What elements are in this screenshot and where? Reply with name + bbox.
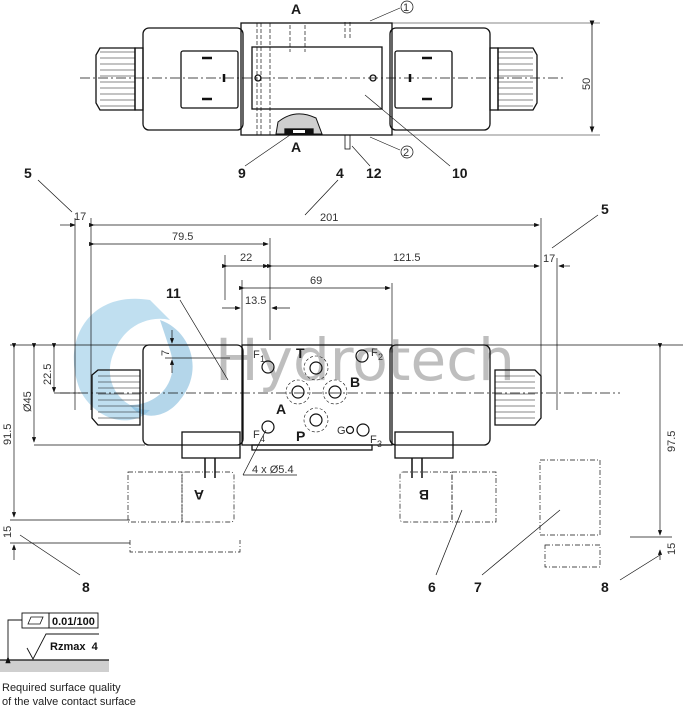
port-b-label: B (350, 374, 360, 390)
solenoid-a-label: A (194, 487, 204, 503)
callout-8-left: 8 (82, 579, 90, 595)
caption-line-1: Required surface quality (2, 682, 121, 694)
port-t-label: T (296, 345, 305, 361)
dim-15-right: 15 (666, 543, 678, 555)
port-p-label: P (296, 428, 305, 444)
dim-121-5: 121.5 (393, 252, 421, 264)
port-f4-label: F (253, 429, 260, 441)
dim-17-right: 17 (543, 253, 555, 265)
svg-text:4: 4 (260, 434, 265, 444)
callout-11: 11 (166, 285, 181, 301)
callout-5-left: 5 (24, 165, 32, 181)
roughness-value: Rzmax 4 (50, 641, 99, 653)
front-view (60, 344, 620, 568)
dim-17-left: 17 (74, 211, 86, 223)
dim-201: 201 (320, 212, 338, 224)
watermark-logo-icon (73, 298, 193, 421)
callout-7: 7 (474, 579, 482, 595)
port-f1-label: F (253, 349, 260, 361)
dim-holes: 4 x Ø5.4 (252, 464, 294, 476)
circled-label-2: 2 (403, 147, 409, 159)
port-f2-label: F (371, 347, 378, 359)
callout-8-right: 8 (601, 579, 609, 595)
callout-4: 4 (336, 165, 344, 181)
flatness-value: 0.01/100 (52, 616, 95, 628)
callout-5-right: 5 (601, 201, 609, 217)
port-f3-label: F (370, 434, 377, 446)
surface-quality-symbol (0, 612, 109, 672)
dim-22-5: 22.5 (42, 364, 54, 385)
port-a-label: A (276, 401, 286, 417)
callout-6: 6 (428, 579, 436, 595)
dim-79-5: 79.5 (172, 231, 193, 243)
top-view (80, 0, 600, 167)
section-label-a-bottom: A (291, 139, 301, 155)
dim-7: 7 (160, 350, 172, 356)
port-circles (261, 349, 370, 437)
surface-quality-caption: Required surface quality of the valve co… (2, 681, 136, 709)
svg-text:1: 1 (260, 354, 265, 364)
callout-12: 12 (366, 165, 382, 181)
watermark-text: Hydrotech (215, 326, 515, 394)
caption-line-2: of the valve contact surface (2, 696, 136, 708)
section-label-a-top: A (291, 1, 301, 17)
svg-text:3: 3 (377, 439, 382, 449)
dim-91-5: 91.5 (2, 424, 14, 445)
callout-9: 9 (238, 165, 246, 181)
dim-97-5: 97.5 (666, 431, 678, 452)
dim-d45: Ø45 (22, 391, 34, 412)
dim-height-50: 50 (581, 78, 593, 90)
dim-13-5: 13.5 (245, 295, 266, 307)
port-g-label: G (337, 425, 346, 437)
dim-15-left: 15 (2, 526, 14, 538)
dim-69: 69 (310, 275, 322, 287)
solenoid-b-label: B (419, 487, 429, 503)
circled-label-1: 1 (403, 2, 409, 14)
svg-text:2: 2 (378, 352, 383, 362)
dim-22: 22 (240, 252, 252, 264)
callout-10: 10 (452, 165, 468, 181)
